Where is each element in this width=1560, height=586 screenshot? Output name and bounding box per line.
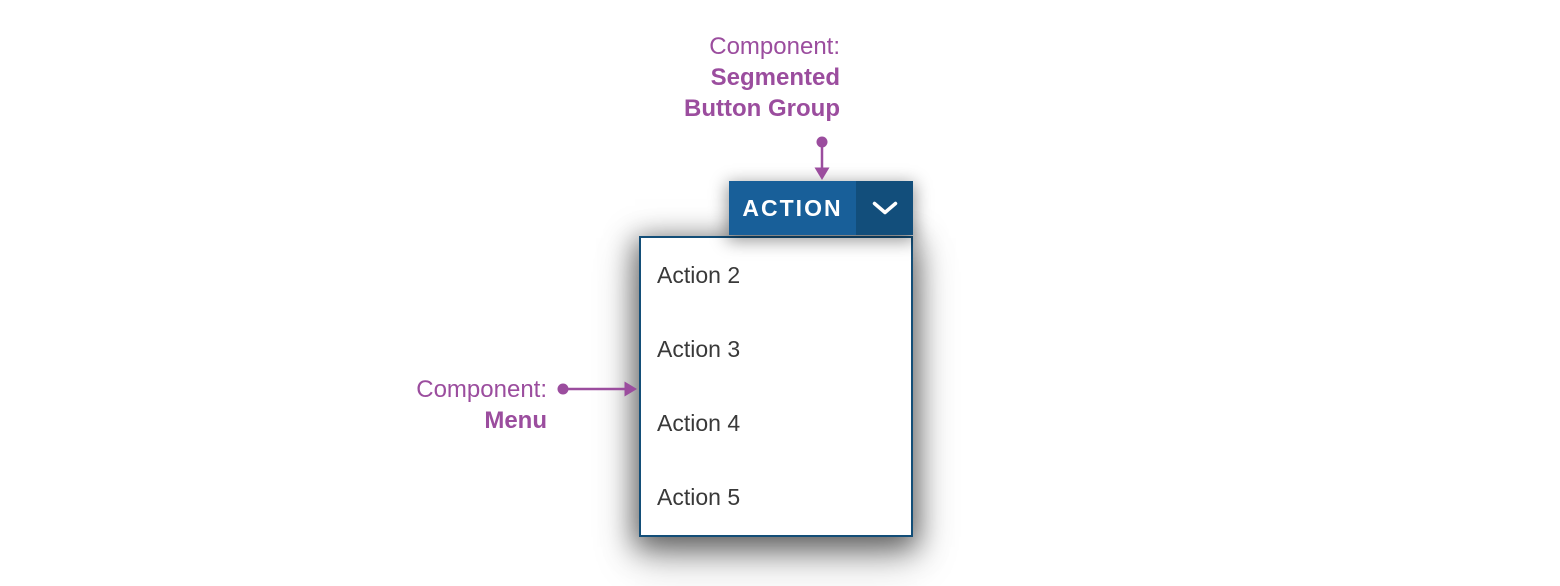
- chevron-down-icon: [872, 201, 897, 214]
- menu-item-action-4[interactable]: Action 4: [641, 386, 911, 461]
- arrow-down-icon: [814, 136, 830, 180]
- annotation-segmented-button-group: Component: Segmented Button Group: [684, 31, 840, 124]
- menu-item-action-5[interactable]: Action 5: [641, 460, 911, 535]
- action-button[interactable]: ACTION: [729, 181, 856, 235]
- annotation-prefix: Component:: [416, 376, 547, 403]
- segmented-button-group: ACTION: [729, 181, 913, 235]
- dropdown-menu: Action 2 Action 3 Action 4 Action 5: [639, 236, 913, 537]
- menu-item-action-2[interactable]: Action 2: [641, 238, 911, 313]
- arrow-right-icon: [557, 381, 637, 397]
- annotation-menu: Component: Menu: [416, 374, 547, 436]
- annotation-component-name: Button Group: [684, 95, 840, 122]
- annotation-component-name: Menu: [484, 407, 547, 434]
- annotation-prefix: Component:: [709, 33, 840, 60]
- menu-item-action-3[interactable]: Action 3: [641, 312, 911, 387]
- annotation-component-name: Segmented: [710, 64, 840, 91]
- menu-toggle-button[interactable]: [856, 181, 913, 235]
